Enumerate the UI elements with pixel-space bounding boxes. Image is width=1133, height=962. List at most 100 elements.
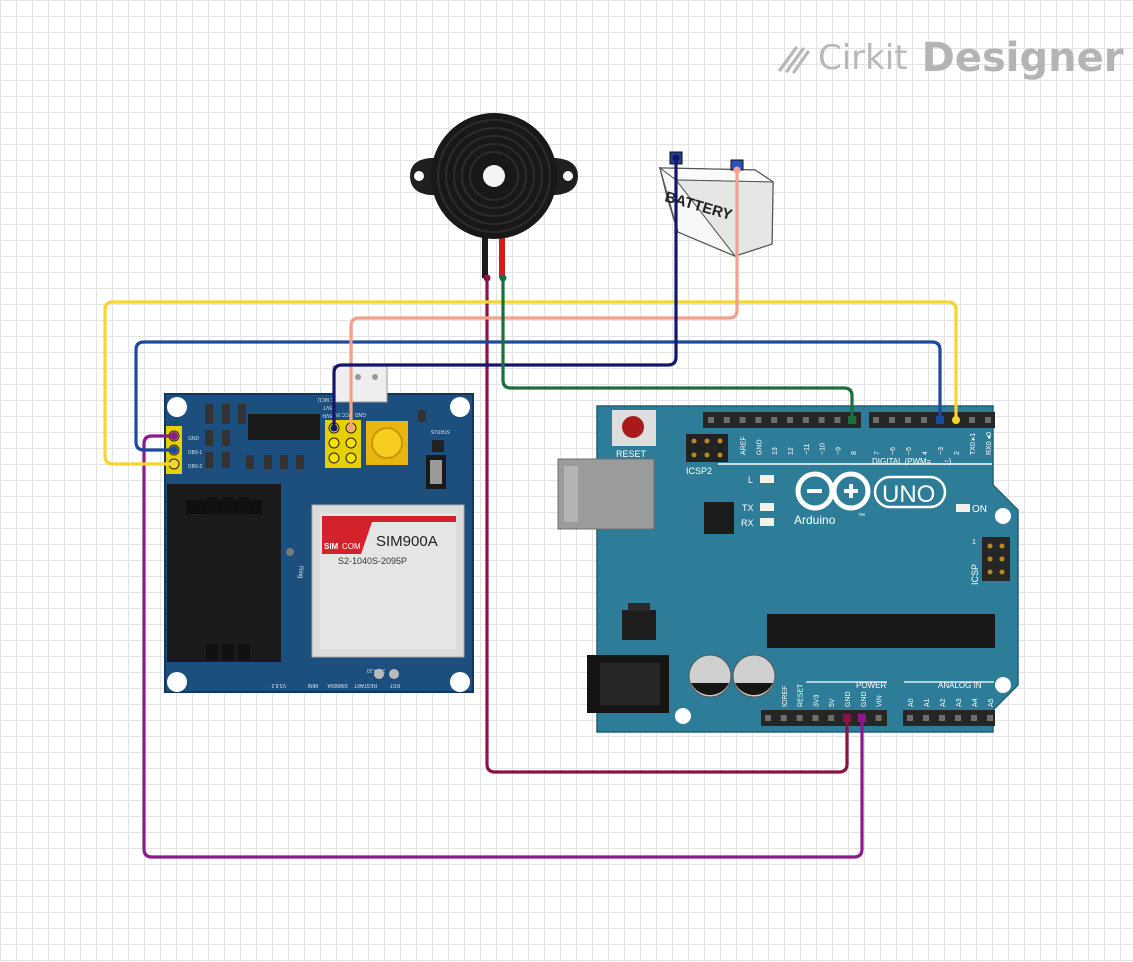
chip-model: SIM900A xyxy=(376,533,438,550)
gsm-rst-label: RST xyxy=(390,682,400,688)
header-pin[interactable] xyxy=(873,417,879,423)
header-pin[interactable] xyxy=(889,417,895,423)
gsm-status-label: STATUS xyxy=(430,428,450,434)
header-pin[interactable] xyxy=(971,715,977,721)
gsm-top-label-vcc-mcu: VCC MCU xyxy=(317,396,341,402)
digital-pin-label-left-5: ~10 xyxy=(820,443,827,455)
analog-pin-label-2: A2 xyxy=(940,698,947,707)
header-pin[interactable] xyxy=(834,417,841,423)
wire-gsm-tx-pin2[interactable] xyxy=(103,300,958,466)
arduino-digital-tilde: ~) xyxy=(944,457,952,466)
header-pin[interactable] xyxy=(985,417,991,423)
digital-pin-label-left-6: ~9 xyxy=(835,447,842,455)
header-pin[interactable] xyxy=(955,715,961,721)
header-pin[interactable] xyxy=(921,417,927,423)
digital-pin-label-right-6: TX0 ▸1 xyxy=(970,433,977,455)
arduino-on-label: ON xyxy=(972,504,987,515)
header-pin[interactable] xyxy=(818,417,825,423)
wire-gsm-gnd[interactable] xyxy=(142,434,864,859)
gsm-pin-5v: 5V xyxy=(333,411,340,417)
gsm-pin-gnd-power: GND xyxy=(355,411,367,417)
header-pin[interactable] xyxy=(828,715,835,721)
power-pin-label-3: 5V xyxy=(829,698,836,707)
header-pin[interactable] xyxy=(969,417,975,423)
arduino-brand-text: Arduino xyxy=(794,513,836,527)
led-l-label: L xyxy=(748,475,753,485)
analog-pin-label-0: A0 xyxy=(908,698,915,707)
analog-pin-label-1: A1 xyxy=(924,698,931,707)
gsm-mini-label: MINI xyxy=(307,682,318,688)
header-pin[interactable] xyxy=(802,417,809,423)
capacitors xyxy=(688,654,776,698)
chip-brand-com: COM xyxy=(342,542,361,551)
analog-pin-label-5: A5 xyxy=(988,698,995,707)
wire-buzzer-gnd[interactable] xyxy=(485,276,849,774)
power-pin-label-6: VIN xyxy=(877,695,884,707)
digital-pin-label-right-1: ~6 xyxy=(890,447,897,455)
gsm-top-label-5vr: 5VR xyxy=(322,412,332,418)
analog-pin-label-4: A4 xyxy=(972,698,979,707)
digital-pin-label-right-7: RX0 ◂0 xyxy=(986,432,993,455)
digital-pin-label-right-0: 7 xyxy=(874,451,881,455)
digital-pin-label-left-7: 8 xyxy=(851,451,858,455)
header-pin[interactable] xyxy=(708,417,714,423)
digital-pin-label-right-3: 4 xyxy=(922,451,929,455)
header-pin[interactable] xyxy=(923,715,929,721)
chip-brand-sim: SIM xyxy=(324,542,339,551)
power-pin-label-2: 3V3 xyxy=(813,694,820,707)
gsm-pin-vcc: VCC xyxy=(341,411,352,417)
analog-pin-label-3: A3 xyxy=(956,698,963,707)
wire-buzzer-pin8[interactable] xyxy=(501,276,854,422)
header-pin[interactable] xyxy=(739,417,746,423)
led-tx-label: TX xyxy=(742,503,754,513)
logo-cirkit-text: Cirkit xyxy=(818,38,908,78)
icsp-pin-one: 1 xyxy=(972,539,976,546)
power-pin-label-4: GND xyxy=(845,691,852,707)
arduino-reset-label: RESET xyxy=(616,449,647,459)
header-pin[interactable] xyxy=(796,715,803,721)
sim900a-gsm-module[interactable]: GND DB9-1 DB9-2 VCC MCU 5VT 5VR GND VCC … xyxy=(164,365,474,693)
header-pin[interactable] xyxy=(765,715,771,721)
header-pin[interactable] xyxy=(755,417,762,423)
power-pin-label-1: RESET xyxy=(798,683,805,707)
header-pin[interactable] xyxy=(939,715,945,721)
wire-gsm-rx-pin3[interactable] xyxy=(134,340,942,452)
digital-pin-label-left-1: GND xyxy=(756,439,763,455)
gsm-date-code: 2014.10 xyxy=(367,667,385,673)
header-pin[interactable] xyxy=(723,417,730,423)
digital-pin-label-left-0: AREF xyxy=(741,436,748,455)
arduino-tm: ™ xyxy=(858,513,865,520)
gsm-pin-gnd: GND xyxy=(188,436,200,442)
logo-designer-text: Designer xyxy=(921,35,1124,81)
header-pin[interactable] xyxy=(771,417,778,423)
header-pin[interactable] xyxy=(905,417,911,423)
cirkit-designer-logo: Cirkit Designer xyxy=(776,30,1123,86)
header-pin[interactable] xyxy=(875,715,882,721)
header-pin[interactable] xyxy=(812,715,819,721)
gsm-pin-db9-2: DB9-2 xyxy=(188,464,202,470)
arduino-uno-text: UNO xyxy=(882,481,935,508)
battery[interactable]: BATTERY xyxy=(658,151,775,258)
arduino-analog-label: ANALOG IN xyxy=(938,681,982,690)
gsm-top-label-5vt: 5VT xyxy=(323,404,332,410)
sim900a-chip: SIM COM SIM900A S2-1040S-2095P xyxy=(311,504,465,658)
wires xyxy=(103,156,958,859)
digital-pin-label-left-4: ~11 xyxy=(804,444,811,455)
header-pin[interactable] xyxy=(787,417,793,423)
gsm-model-label: SIM900A xyxy=(327,682,348,688)
arduino-icsp-label: ICSP xyxy=(970,564,980,585)
wire-endpoints xyxy=(170,154,960,722)
header-pin[interactable] xyxy=(907,715,913,721)
gsm-restart-label: RESTART xyxy=(354,682,377,688)
header-pin[interactable] xyxy=(780,715,787,721)
digital-pin-label-left-2: 13 xyxy=(772,447,779,455)
gsm-version: V3.8.2 xyxy=(271,682,286,688)
digital-pin-label-right-2: ~5 xyxy=(906,447,913,455)
wire-battery-gnd[interactable] xyxy=(332,156,678,430)
wire-battery-vcc[interactable] xyxy=(349,168,739,430)
header-pin[interactable] xyxy=(987,715,993,721)
piezo-buzzer[interactable] xyxy=(410,113,578,278)
arduino-power-label: POWER xyxy=(856,681,886,690)
